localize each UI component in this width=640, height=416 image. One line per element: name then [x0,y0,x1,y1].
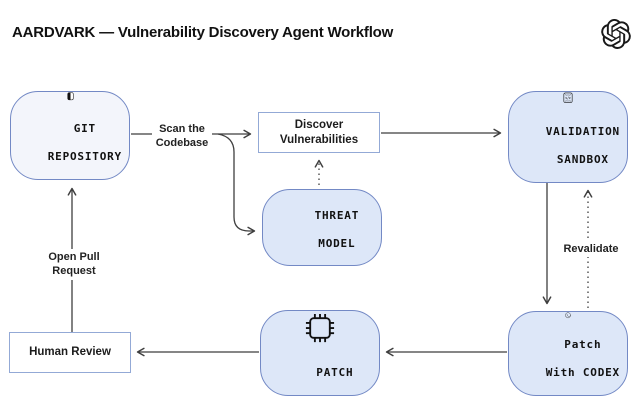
node-label: GIT [73,121,96,135]
node-label: PATCH [316,366,354,380]
dotted-code-sandbox-icon: </> [563,92,573,103]
node-label: MODEL [318,237,356,251]
split-repository-icon [66,92,74,101]
edge-label-revalidate: Revalidate [558,241,624,258]
openai-logo-icon [601,19,631,49]
node-patch: PATCH [260,310,380,396]
box-human-review: Human Review [9,332,131,373]
page-title: AARDVARK — Vulnerability Discovery Agent… [12,24,394,41]
node-validation-sandbox: </> VALIDATION SANDBOX [508,91,628,183]
terminal-circle-icon [565,312,571,319]
node-threat-model: THREAT MODEL [262,189,382,266]
box-discover-vulnerabilities: Discover Vulnerabilities [258,112,380,153]
edge-scan-to-threat [217,133,256,236]
box-label: Human Review [29,346,111,359]
edge-label-open-pull-request: Open Pull Request [39,249,109,280]
box-label: Discover [294,119,344,132]
node-label: THREAT [314,208,360,222]
node-patch-with-codex: Patch With CODEX [508,311,628,396]
edge-label-scan-the-codebase: Scan the Codebase [152,121,212,152]
node-label: VALIDATION [545,124,620,138]
node-git-repository: GIT REPOSITORY [10,91,130,180]
node-label: SANDBOX [556,153,609,167]
node-label: REPOSITORY [47,150,122,164]
svg-text:</>: </> [565,96,571,100]
chip-icon [305,313,335,343]
node-label: With CODEX [545,366,620,380]
box-label: Vulnerabilities [279,133,359,146]
node-label: Patch [564,337,602,351]
